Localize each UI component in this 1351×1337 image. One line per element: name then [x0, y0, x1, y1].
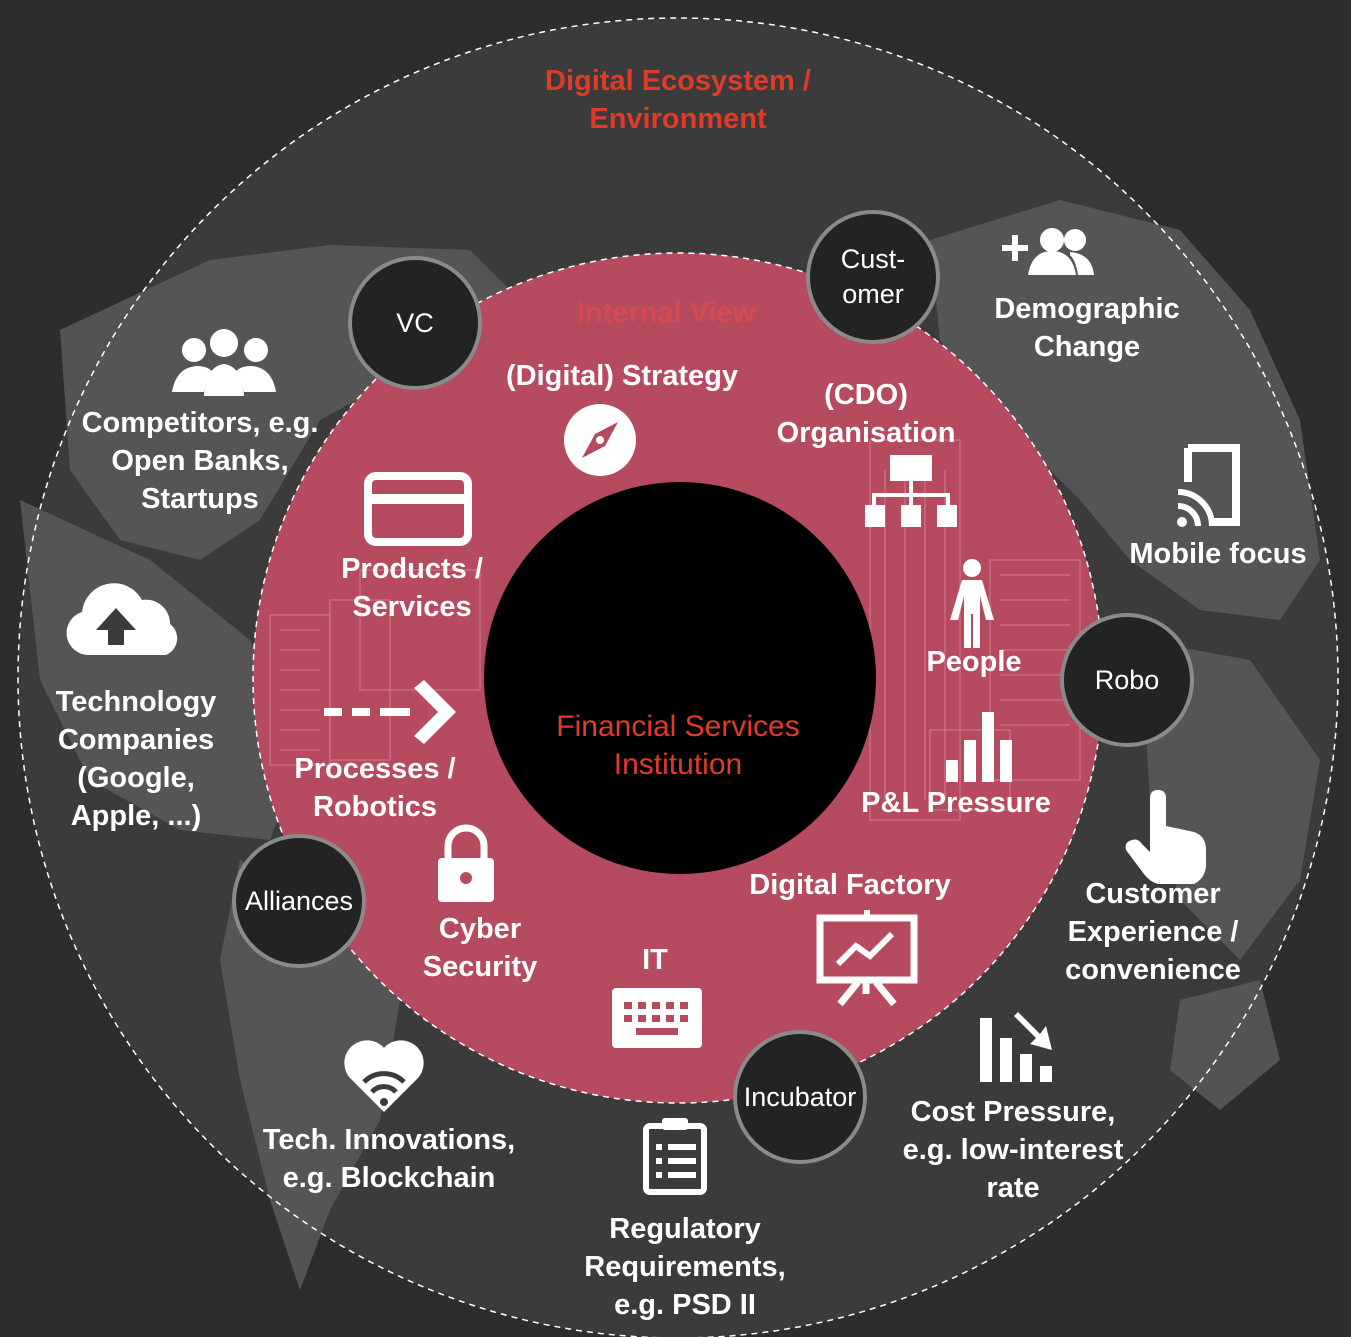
group-people-icon — [172, 329, 276, 396]
hub-customer-line2: omer — [842, 279, 904, 309]
reg-line3: e.g. PSD II — [614, 1289, 756, 1321]
declining-chart-icon — [980, 1012, 1052, 1082]
digital-factory-label: Digital Factory — [749, 869, 951, 901]
competitors-line2: Open Banks, — [111, 445, 289, 477]
cost-pressure-label: Cost Pressure, e.g. low-interest rate — [903, 1093, 1124, 1207]
arrow-right-icon — [324, 680, 456, 744]
tech-innovations-label: Tech. Innovations, e.g. Blockchain — [263, 1121, 515, 1197]
innov-line1: Tech. Innovations, — [262, 1124, 516, 1156]
hub-alliances-label: Alliances — [244, 885, 354, 916]
center-circle — [484, 482, 876, 874]
hub-alliances: Alliances — [232, 834, 366, 968]
reg-line1: Regulatory — [609, 1213, 761, 1245]
strategy-label: (Digital) Strategy — [505, 360, 739, 392]
competitors-line1: Competitors, e.g. — [81, 407, 319, 439]
cdo-organisation-label: (CDO) Organisation — [777, 376, 956, 452]
mobile-focus-label: Mobile focus — [1129, 538, 1307, 570]
products-line2: Services — [352, 591, 472, 623]
demographic-change-label: Demographic Change — [994, 290, 1179, 366]
competitors-label: Competitors, e.g. Open Banks, Startups — [82, 404, 319, 518]
center-label-line2: Institution — [613, 748, 743, 781]
hub-customer-line1: Cust- — [840, 244, 906, 274]
cx-line2: Experience / — [1067, 916, 1239, 948]
competitors-line3: Startups — [141, 483, 259, 515]
cost-line2: e.g. low-interest — [902, 1134, 1124, 1166]
center-label-line1: Financial Services — [556, 710, 800, 743]
mobile-cast-icon — [1177, 444, 1240, 527]
add-user-icon — [1002, 228, 1094, 275]
hub-robo-label: Robo — [1094, 664, 1160, 695]
cx-line1: Customer — [1085, 878, 1221, 910]
ecosystem-title: Digital Ecosystem / Environment — [545, 62, 811, 138]
hub-customer: Cust- omer — [806, 210, 940, 344]
padlock-icon — [438, 824, 494, 902]
tech-line2: Companies — [57, 724, 215, 756]
presentation-chart-icon — [816, 910, 918, 1007]
internal-view-title: Internal View — [576, 297, 756, 329]
processes-line1: Processes / — [294, 753, 456, 785]
bar-chart-icon — [946, 712, 1012, 782]
cyber-security-label: Cyber Security — [423, 910, 537, 986]
cyber-line2: Security — [422, 951, 538, 983]
compass-icon — [564, 404, 636, 476]
hub-incubator: Incubator — [733, 1030, 867, 1164]
hand-pointer-icon — [1125, 790, 1206, 884]
hub-incubator-label: Incubator — [743, 1081, 857, 1112]
hub-robo: Robo — [1060, 613, 1194, 747]
technology-companies-label: Technology Companies (Google, Apple, ...… — [56, 683, 217, 835]
center-label: Financial Services Institution — [556, 708, 799, 784]
tech-line4: Apple, ...) — [70, 800, 202, 832]
cdo-line2: Organisation — [776, 417, 956, 449]
keyboard-icon — [612, 988, 702, 1048]
customer-experience-label: Customer Experience / convenience — [1065, 875, 1241, 989]
people-label: People — [926, 646, 1022, 678]
heart-wifi-icon — [344, 1040, 424, 1112]
cyber-line1: Cyber — [438, 913, 522, 945]
credit-card-icon — [364, 472, 472, 546]
person-icon — [950, 559, 994, 648]
processes-line2: Robotics — [312, 791, 438, 823]
cdo-line1: (CDO) — [824, 379, 908, 411]
ecosystem-title-line1: Digital Ecosystem / — [545, 65, 811, 97]
cloud-upload-icon — [66, 583, 178, 655]
cx-line3: convenience — [1065, 954, 1241, 986]
processes-robotics-label: Processes / Robotics — [294, 750, 455, 826]
cost-line1: Cost Pressure, — [910, 1096, 1116, 1128]
clipboard-icon — [643, 1118, 707, 1195]
ecosystem-title-line2: Environment — [589, 103, 767, 135]
innov-line2: e.g. Blockchain — [282, 1162, 496, 1194]
tech-line3: (Google, — [77, 762, 195, 794]
regulatory-requirements-label: Regulatory Requirements, e.g. PSD II — [584, 1210, 785, 1324]
reg-line2: Requirements, — [584, 1251, 786, 1283]
pl-pressure-label: P&L Pressure — [861, 787, 1051, 819]
hub-vc: VC — [348, 256, 482, 390]
demographic-line2: Change — [1033, 331, 1141, 363]
it-label: IT — [642, 944, 668, 976]
hub-vc-label: VC — [396, 307, 434, 338]
cost-line3: rate — [986, 1172, 1040, 1204]
demographic-line1: Demographic — [994, 293, 1180, 325]
org-chart-icon — [865, 455, 957, 527]
products-services-label: Products / Services — [341, 550, 483, 626]
outer-dashed-border — [17, 17, 1339, 1337]
tech-line1: Technology — [55, 686, 217, 718]
products-line1: Products / — [341, 553, 483, 585]
